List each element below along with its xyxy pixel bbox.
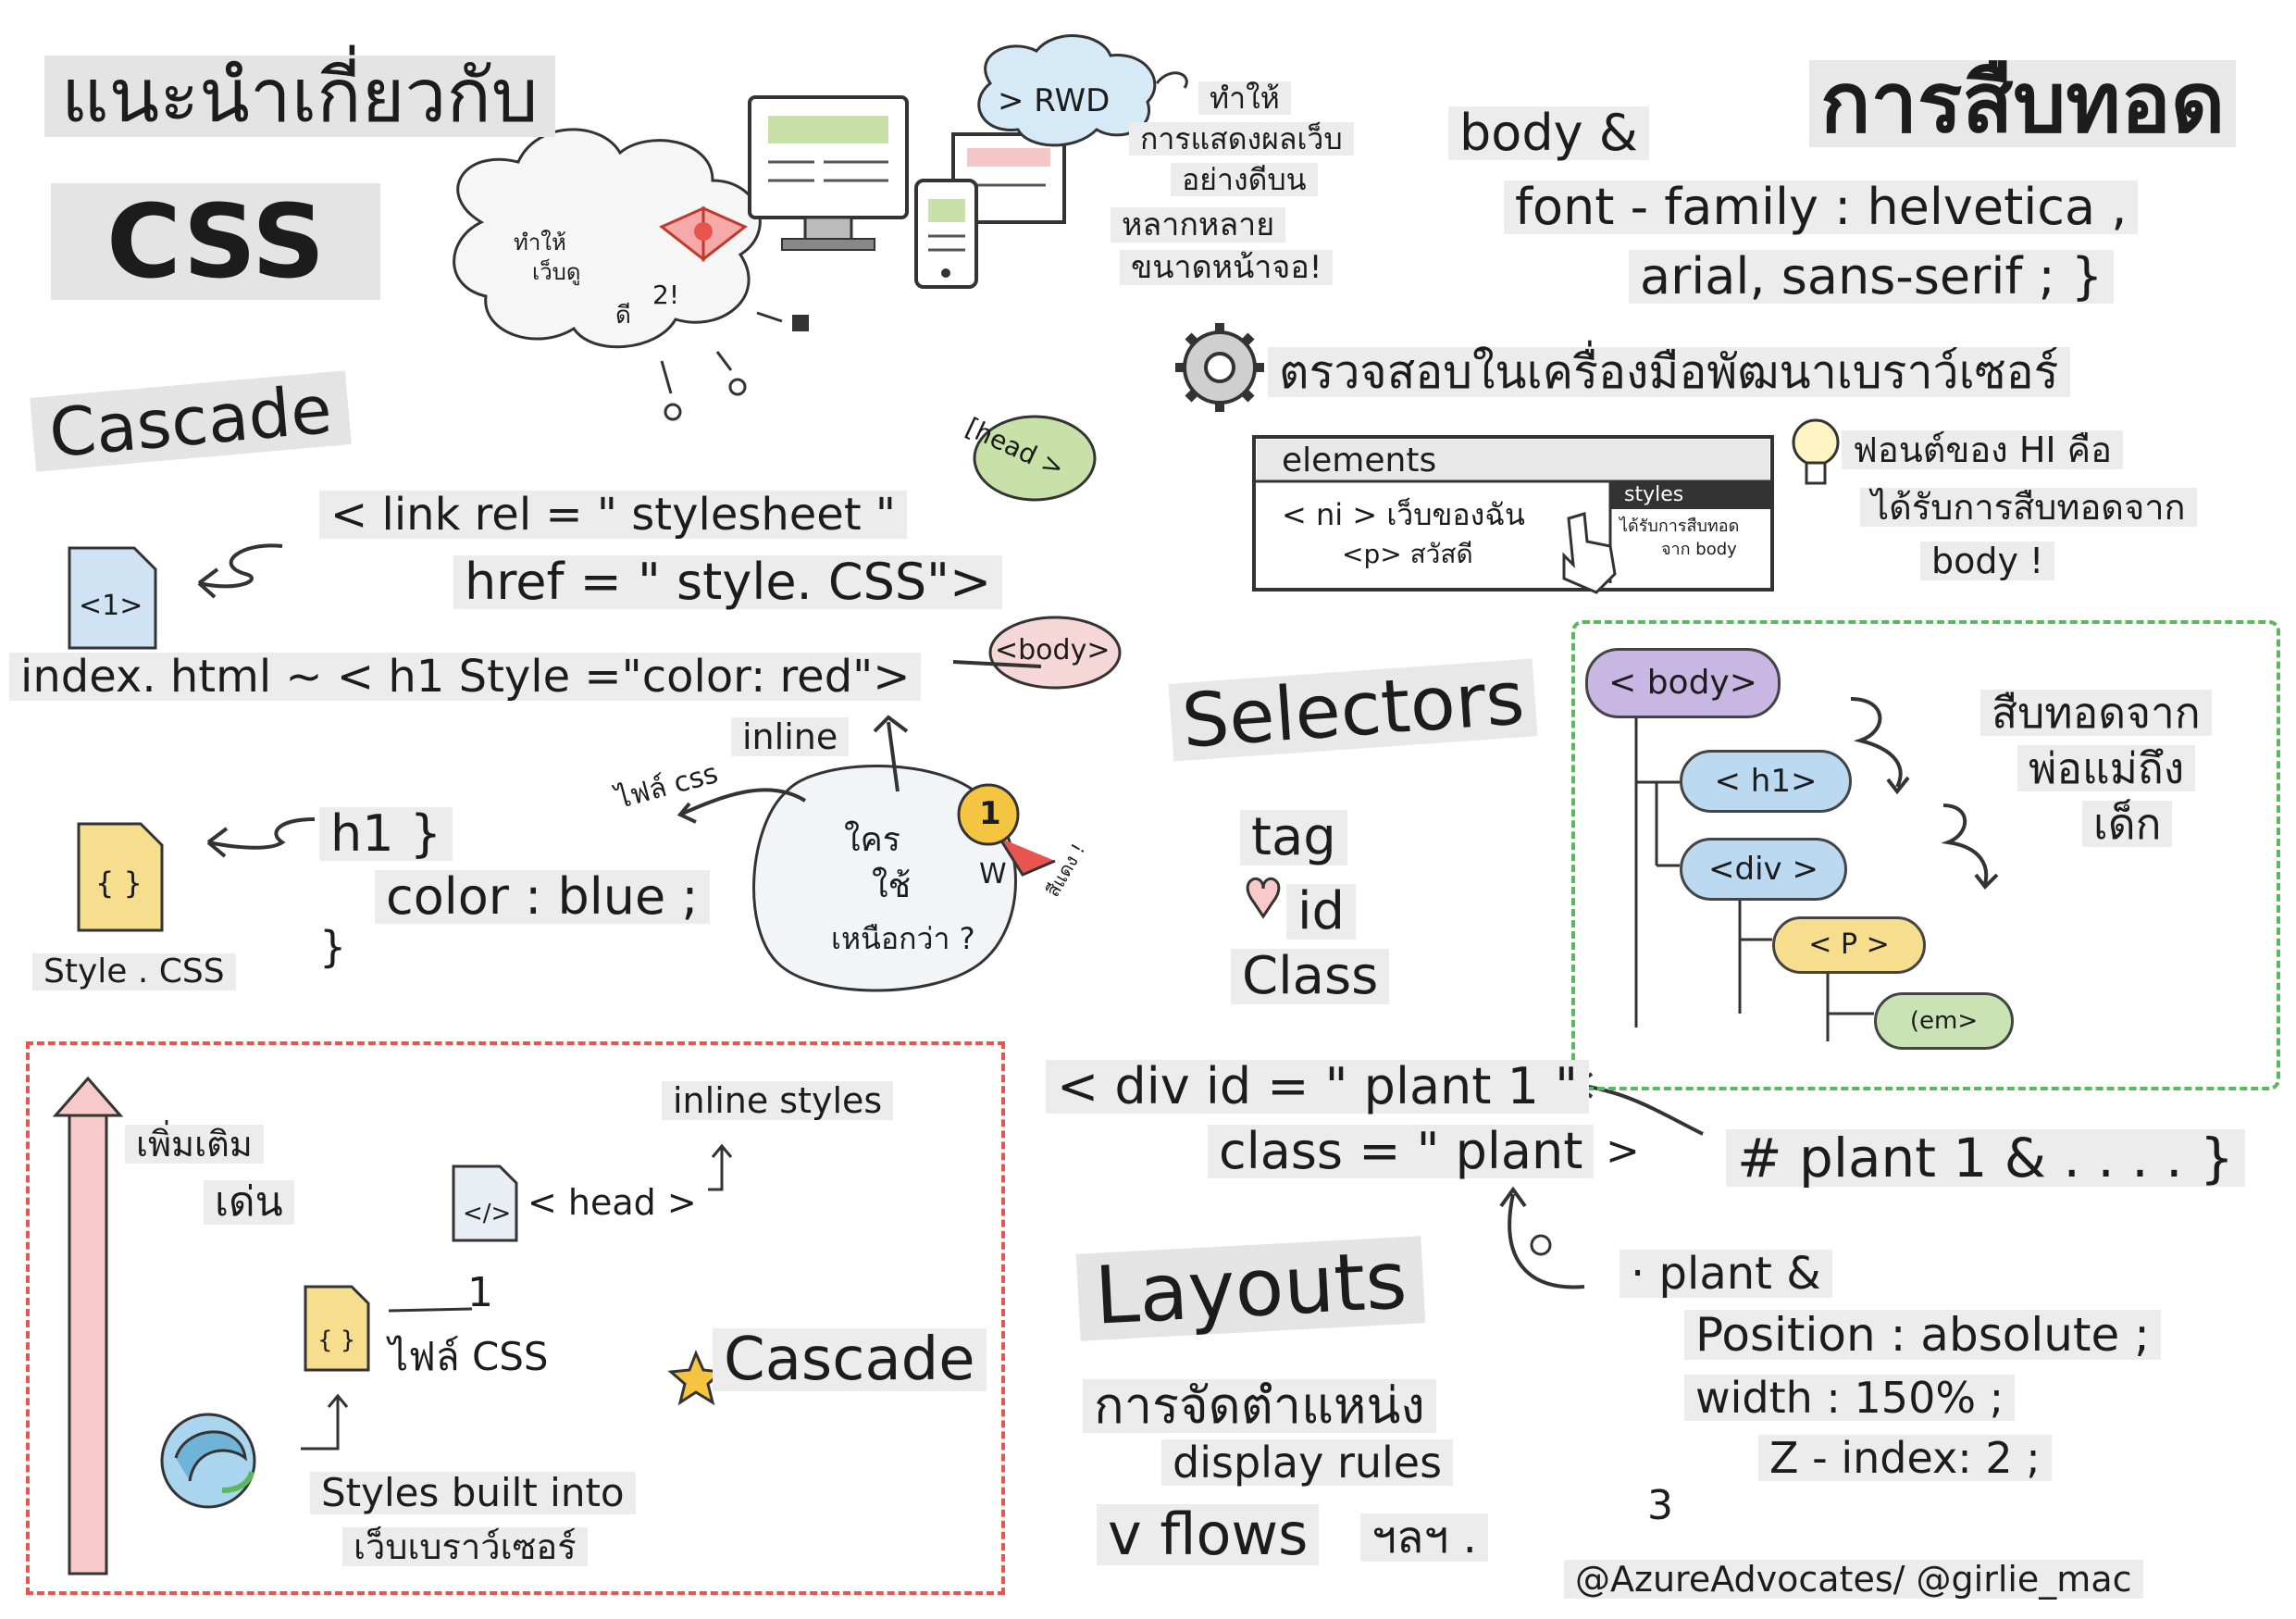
style-code-2: color : blue ; bbox=[375, 870, 710, 924]
class-rule-2: Position : absolute ; bbox=[1684, 1310, 2162, 1360]
medal-number: 1 bbox=[979, 795, 1001, 832]
head-file-icon-text: </> bbox=[463, 1200, 512, 1227]
who-wins-bubble bbox=[752, 765, 1017, 992]
class-rule-3: width : 150% ; bbox=[1684, 1375, 2016, 1421]
devtools-styles-note-1: ได้รับการสืบทอด bbox=[1620, 517, 1740, 536]
monitor-icon bbox=[748, 95, 909, 251]
div-example-close: > bbox=[1606, 1127, 1640, 1175]
inherit-note-2: ได้รับการสืบทอดจาก bbox=[1860, 488, 2197, 527]
file-html-label: <1> bbox=[79, 590, 143, 622]
layouts-heading: Layouts bbox=[1075, 1234, 1426, 1343]
lightbulb-icon bbox=[1792, 418, 1840, 485]
body-bubble-label: <body> bbox=[995, 634, 1111, 666]
who-wins-3: เหนือกว่า ? bbox=[831, 921, 975, 956]
layouts-item-3: v flows bbox=[1097, 1504, 1320, 1565]
selector-id: id bbox=[1286, 884, 1357, 940]
cloud-shape bbox=[453, 128, 762, 349]
tree-node-body: < body> bbox=[1585, 648, 1781, 718]
layouts-item-4: ฯลฯ . bbox=[1360, 1513, 1488, 1562]
style-code-3: } bbox=[319, 922, 347, 972]
heart-icon bbox=[1246, 877, 1281, 919]
link-line-2: href = " style. CSS"> bbox=[453, 555, 1003, 609]
style-file-icon-text: { } bbox=[95, 866, 143, 901]
rwd-caption-5: ขนาดหน้าจอ! bbox=[1120, 250, 1334, 285]
inherit-note-3: body ! bbox=[1920, 542, 2055, 580]
devtools-styles-label: styles bbox=[1624, 483, 1684, 506]
edge-browser-icon bbox=[160, 1413, 256, 1509]
inheritance-tree-box bbox=[1571, 620, 2280, 1090]
inheritance-title: การสืบทอด bbox=[1809, 60, 2237, 147]
priority-number: 1 bbox=[467, 1269, 493, 1316]
css-file-label: ไฟล์ CSS bbox=[389, 1334, 549, 1379]
layouts-item-1: การจัดตำแหน่ง bbox=[1083, 1379, 1436, 1433]
priority-cascade-label: Cascade bbox=[713, 1328, 987, 1391]
id-rule: # plant 1 & . . . . } bbox=[1726, 1129, 2245, 1187]
cloud-text-1: ทำให้ bbox=[514, 230, 566, 255]
devtools-styles-note-2: จาก body bbox=[1661, 540, 1737, 559]
cloud-text-3: ดี bbox=[615, 302, 631, 330]
priority-arrow bbox=[68, 1109, 108, 1575]
devtools-elements-label: elements bbox=[1282, 442, 1437, 479]
inherit-code-2: font - family : helvetica , bbox=[1504, 181, 2139, 234]
inline-styles-label: inline styles bbox=[662, 1081, 894, 1120]
who-wins-1: ใคร bbox=[844, 821, 900, 859]
priority-arrow-label-2: เด่น bbox=[204, 1180, 294, 1225]
inherit-note-1: ฟอนต์ของ HI คือ bbox=[1842, 430, 2123, 469]
inherit-code-3: arial, sans-serif ; } bbox=[1629, 250, 2115, 304]
phone-icon bbox=[914, 179, 978, 289]
style-code-1: h1 } bbox=[319, 807, 453, 861]
priority-arrow-label-1: เพิ่มเติม bbox=[125, 1125, 264, 1164]
bowtie-icon bbox=[659, 205, 748, 263]
rwd-caption-1: ทำให้ bbox=[1198, 81, 1291, 115]
rwd-caption-2: การแสดงผลเว็บ bbox=[1129, 122, 1354, 156]
class-rule-1: · plant & bbox=[1620, 1250, 1832, 1298]
layouts-item-2: display rules bbox=[1161, 1439, 1454, 1486]
style-file-name: Style . CSS bbox=[32, 953, 236, 990]
div-example-line-2: class = " plant bbox=[1208, 1125, 1595, 1178]
head-label: < head > bbox=[527, 1182, 697, 1223]
tree-node-p: < P > bbox=[1772, 916, 1926, 974]
inline-label: inline bbox=[731, 717, 850, 756]
link-line-1: < link rel = " stylesheet " bbox=[319, 491, 907, 539]
div-example-line-1: < div id = " plant 1 " bbox=[1046, 1060, 1589, 1114]
cascade-priority-box bbox=[26, 1041, 1005, 1595]
devtools-row-1: < ni > เว็บของฉัน bbox=[1282, 497, 1525, 532]
devtools-heading: ตรวจสอบในเครื่องมือพัฒนาเบราว์เซอร์ bbox=[1268, 347, 2070, 397]
winner-mark: W bbox=[979, 858, 1007, 890]
cloud-text-2: เว็บดู bbox=[532, 259, 581, 285]
tree-node-h1: < h1> bbox=[1680, 750, 1852, 813]
rwd-caption-4: หลากหลาย bbox=[1111, 207, 1286, 243]
rwd-cloud bbox=[977, 34, 1157, 147]
tree-node-div: <div > bbox=[1680, 838, 1847, 901]
hand-cursor-icon bbox=[1562, 512, 1617, 594]
who-wins-2: ใช้ bbox=[872, 867, 912, 905]
page-title-line1: แนะนำเกี่ยวกับ bbox=[44, 56, 555, 137]
page-title-line2: CSS bbox=[51, 183, 381, 300]
rwd-caption-3: อย่างดีบน bbox=[1171, 163, 1318, 196]
file-html-icon bbox=[68, 546, 157, 650]
tree-note-2: พ่อแม่ถึง bbox=[2017, 745, 2196, 791]
cloud-text-4: 2! bbox=[652, 280, 680, 310]
file-css-icon bbox=[77, 822, 164, 932]
class-rule-4: Z - index: 2 ; bbox=[1758, 1435, 2052, 1481]
devtools-row-2: <p> สวัสดี bbox=[1342, 539, 1473, 569]
tree-note-3: เด็ก bbox=[2082, 801, 2173, 847]
css-file-icon-text: { } bbox=[317, 1326, 356, 1354]
credit-text: @AzureAdvocates/ @girlie_mac bbox=[1564, 1560, 2143, 1599]
rwd-tag: > RWD bbox=[998, 82, 1111, 119]
builtin-styles-line-1: Styles built into bbox=[310, 1472, 636, 1514]
medal-icon bbox=[957, 783, 1056, 877]
inherit-code-1: body & bbox=[1448, 106, 1649, 160]
tree-node-em: (em> bbox=[1874, 992, 2014, 1050]
class-rule-5: 3 bbox=[1647, 1482, 1673, 1529]
selector-class: Class bbox=[1231, 949, 1390, 1004]
index-inline-line: index. html ~ < h1 Style ="color: red"> bbox=[9, 653, 922, 701]
builtin-styles-line-2: เว็บเบราว์เซอร์ bbox=[342, 1527, 588, 1566]
gear-icon bbox=[1175, 323, 1264, 412]
selector-tag: tag bbox=[1240, 810, 1347, 866]
tree-note-1: สืบทอดจาก bbox=[1980, 690, 2212, 736]
